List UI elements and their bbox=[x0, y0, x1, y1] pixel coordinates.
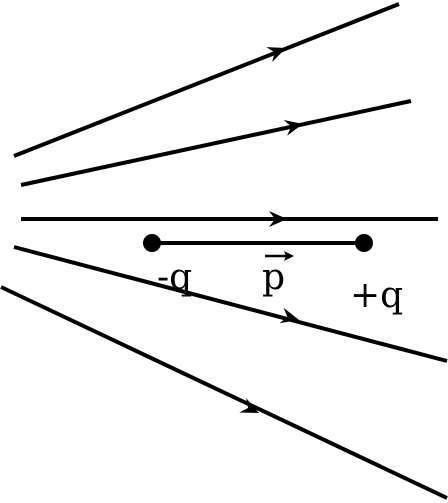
field-line-5 bbox=[0, 285, 448, 500]
dipole-moment-label: p bbox=[262, 257, 285, 298]
arrowhead-icon bbox=[283, 119, 303, 136]
positive-charge-label: +q bbox=[350, 275, 403, 316]
field-line-4 bbox=[13, 245, 448, 363]
vector-arrowhead-icon bbox=[284, 251, 294, 261]
field-line-arrows bbox=[239, 47, 303, 413]
arrowhead-icon bbox=[266, 47, 286, 63]
arrowhead-icon bbox=[279, 307, 299, 324]
negative-charge-dot-icon bbox=[143, 234, 161, 252]
positive-charge-dot-icon bbox=[355, 234, 373, 252]
field-line-2 bbox=[20, 99, 412, 187]
arrowhead-icon bbox=[239, 398, 259, 413]
field-line-1 bbox=[13, 2, 400, 158]
negative-charge-label: -q bbox=[157, 257, 192, 298]
arrowhead-icon bbox=[269, 211, 287, 227]
dipole bbox=[143, 234, 373, 252]
dipole-moment-label-group: p bbox=[262, 251, 294, 298]
